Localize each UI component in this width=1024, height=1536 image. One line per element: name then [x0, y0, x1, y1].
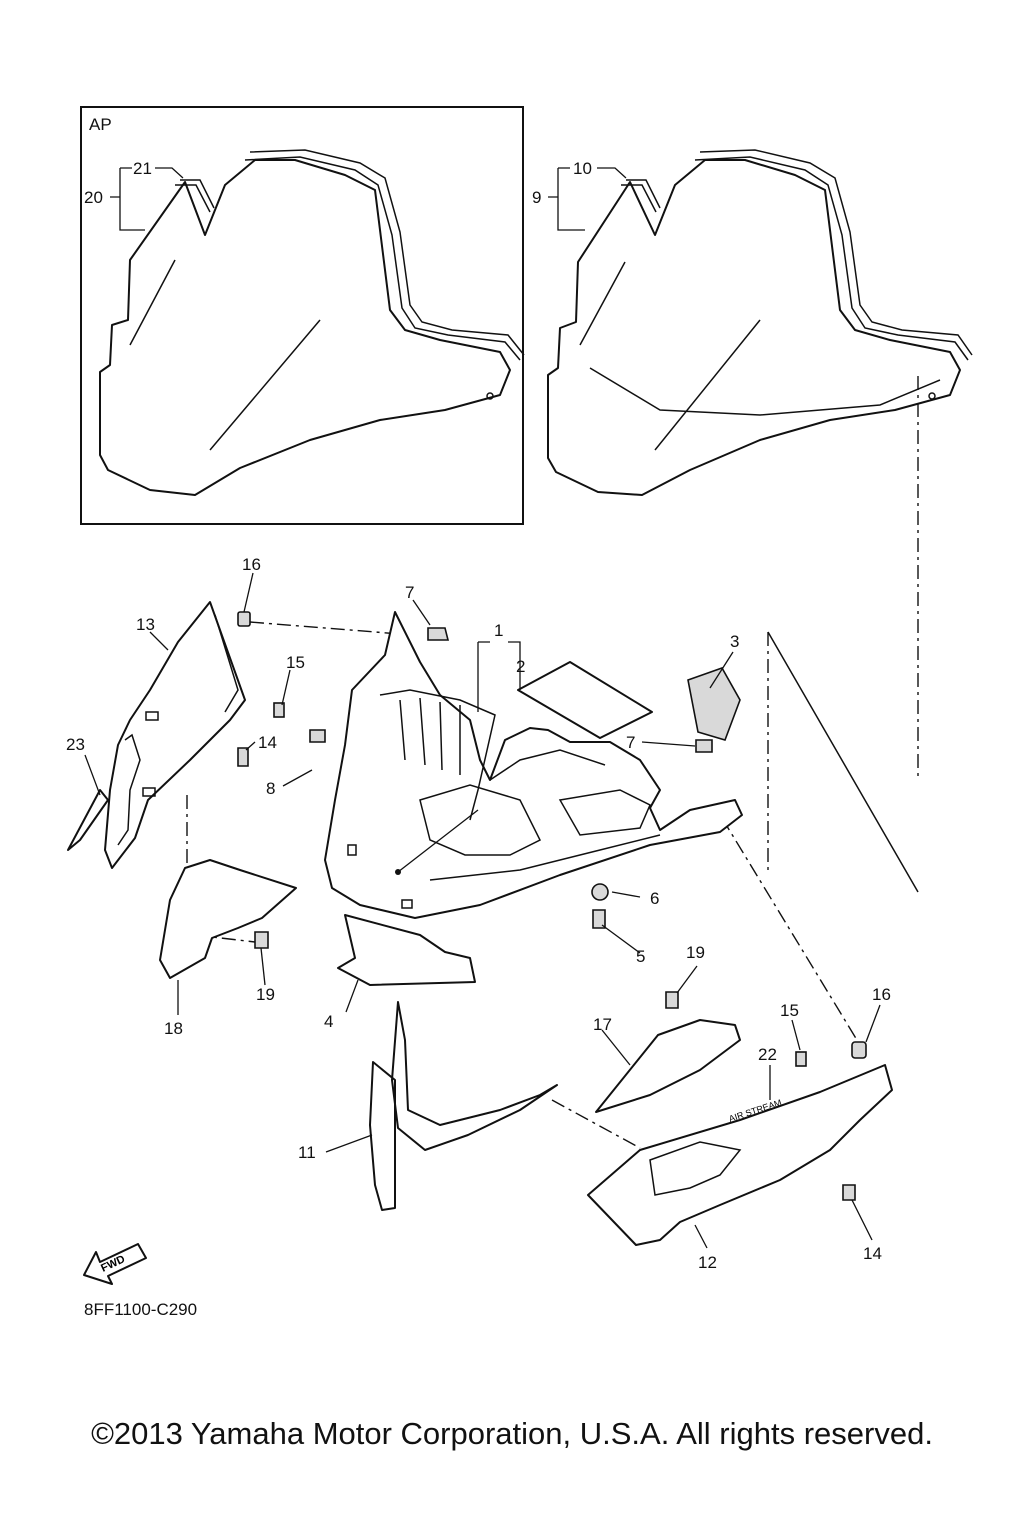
callout-19: 19 [256, 985, 275, 1004]
callout-11: 11 [298, 1143, 316, 1162]
alignment-line-11-12 [551, 1099, 641, 1149]
callout-15: 15 [780, 1001, 799, 1020]
callout-21: 21 [133, 159, 152, 178]
callout-1: 1 [494, 621, 503, 640]
callout-23: 23 [66, 735, 85, 754]
callout-19: 19 [686, 943, 705, 962]
under-panel-4 [337, 914, 476, 986]
callout-15: 15 [286, 653, 305, 672]
cowling-body [324, 611, 743, 919]
side-panel-23 [67, 789, 109, 851]
bracket-diagonal [767, 631, 919, 893]
lower-panel-11 [369, 1001, 558, 1211]
windshield-ap [99, 149, 525, 496]
callout-13: 13 [136, 615, 155, 634]
callout-14: 14 [863, 1244, 882, 1263]
intake-cover-3 [687, 667, 741, 741]
diagram-code: 8FF1100-C290 [84, 1300, 198, 1319]
cover-17 [595, 1019, 741, 1113]
callout-7: 7 [405, 583, 414, 602]
callout-20: 20 [84, 188, 103, 207]
callout-4: 4 [324, 1012, 333, 1031]
callouts: 21 20 10 9 16 7 1 3 13 15 2 23 14 7 8 6 … [66, 159, 891, 1272]
callout-5: 5 [636, 947, 645, 966]
callout-9: 9 [532, 188, 541, 207]
fwd-arrow-icon: FWD [83, 1243, 147, 1285]
inner-panel-18 [159, 859, 297, 979]
callout-7: 7 [626, 733, 635, 752]
fasteners [237, 611, 867, 1201]
callout-18: 18 [164, 1019, 183, 1038]
callout-6: 6 [650, 889, 659, 908]
callout-10: 10 [573, 159, 592, 178]
windshield-standard [547, 149, 973, 496]
callout-22: 22 [758, 1045, 777, 1064]
panel-2 [517, 661, 653, 739]
ap-inset-box [80, 106, 524, 525]
callout-2: 2 [516, 657, 525, 676]
copyright-text: ©2013 Yamaha Motor Corporation, U.S.A. A… [91, 1416, 933, 1451]
callout-17: 17 [593, 1015, 612, 1034]
alignment-line-16-7 [249, 621, 401, 635]
callout-16: 16 [872, 985, 891, 1004]
ap-inset-label: AP [89, 115, 112, 134]
callout-12: 12 [698, 1253, 717, 1272]
callout-16: 16 [242, 555, 261, 574]
side-cowling-left [104, 601, 246, 869]
callout-3: 3 [730, 632, 739, 651]
leader-lines [84, 167, 881, 1249]
alignment-line-7-16 [721, 817, 861, 1046]
callout-14: 14 [258, 733, 277, 752]
callout-8: 8 [266, 779, 275, 798]
